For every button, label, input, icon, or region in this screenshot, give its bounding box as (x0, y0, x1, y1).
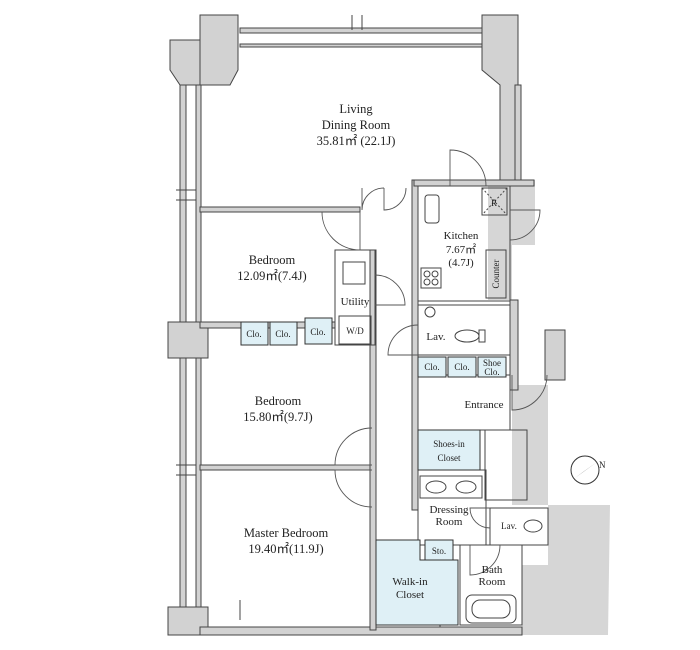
master-label: Master Bedroom (244, 526, 329, 540)
kitchen-area2: (4.7J) (448, 257, 474, 269)
bath-label-1: Bath (482, 564, 503, 576)
kitchen-label: Kitchen (444, 230, 479, 242)
utility-sink (342, 261, 366, 285)
walkin-label-1: Walk-in (392, 576, 428, 588)
closet-c (304, 317, 333, 345)
wd-label: W/D (346, 326, 364, 336)
doors (321, 149, 548, 576)
living-label-2: Dining Room (322, 118, 391, 132)
clo-c-label: Clo. (310, 327, 325, 337)
closet-a (240, 321, 269, 346)
closets (240, 317, 507, 626)
bedroom2-area: 15.80㎡(9.7J) (243, 410, 312, 424)
dressing-label-1: Dressing (429, 504, 469, 516)
bath-label-2: Room (479, 576, 506, 588)
closet-e (447, 356, 477, 378)
dressing-label-2: Room (436, 516, 463, 528)
lav2-label: Lav. (501, 521, 517, 531)
room-labels: Living Dining Room 35.81㎡ (22.1J) Kitche… (237, 102, 517, 601)
balcony-area (488, 180, 610, 635)
stove (420, 267, 442, 289)
fixtures (338, 187, 543, 624)
shoes-in-label-2: Closet (437, 453, 461, 463)
counter (485, 249, 507, 299)
exterior-walls (167, 14, 566, 636)
toilet-2 (523, 519, 543, 533)
fridge-label: R (491, 198, 497, 208)
toilet-1 (454, 329, 480, 343)
washer-dryer (338, 315, 372, 345)
closet-d (417, 356, 447, 378)
shoes-in-closet (417, 429, 481, 471)
entrance-label: Entrance (464, 399, 503, 411)
kitchen-area: 7.67㎡ (446, 243, 476, 256)
storage-label: Sto. (432, 546, 446, 556)
walkin-label-2: Closet (396, 589, 424, 601)
refrigerator (481, 187, 508, 216)
bedroom1-label: Bedroom (249, 253, 296, 267)
clo-a-label: Clo. (246, 329, 261, 339)
bedroom2-label: Bedroom (255, 394, 302, 408)
shoe-clo-label-2: Clo. (484, 367, 499, 377)
walk-in-closet (375, 539, 459, 626)
clo-e-label: Clo. (454, 362, 469, 372)
bedroom1-area: 12.09㎡(7.4J) (237, 269, 306, 283)
kitchen-sink (424, 194, 440, 224)
lav1-label: Lav. (426, 331, 445, 343)
master-area: 19.40㎡(11.9J) (248, 542, 323, 556)
shoe-clo-label-1: Shoe (483, 358, 501, 368)
clo-b-label: Clo. (275, 329, 290, 339)
utility-label: Utility (341, 296, 370, 308)
compass-icon: N (570, 455, 606, 485)
closet-b (269, 321, 298, 346)
bathtub (465, 594, 517, 624)
vanity (419, 475, 483, 499)
living-area: 35.81㎡ (22.1J) (317, 134, 396, 148)
clo-d-label: Clo. (424, 362, 439, 372)
shoes-in-label-1: Shoes-in (433, 439, 465, 449)
living-label-1: Living (339, 102, 373, 116)
counter-label: Counter (491, 260, 501, 289)
compass-label: N (599, 460, 606, 470)
shoe-closet (477, 356, 507, 378)
